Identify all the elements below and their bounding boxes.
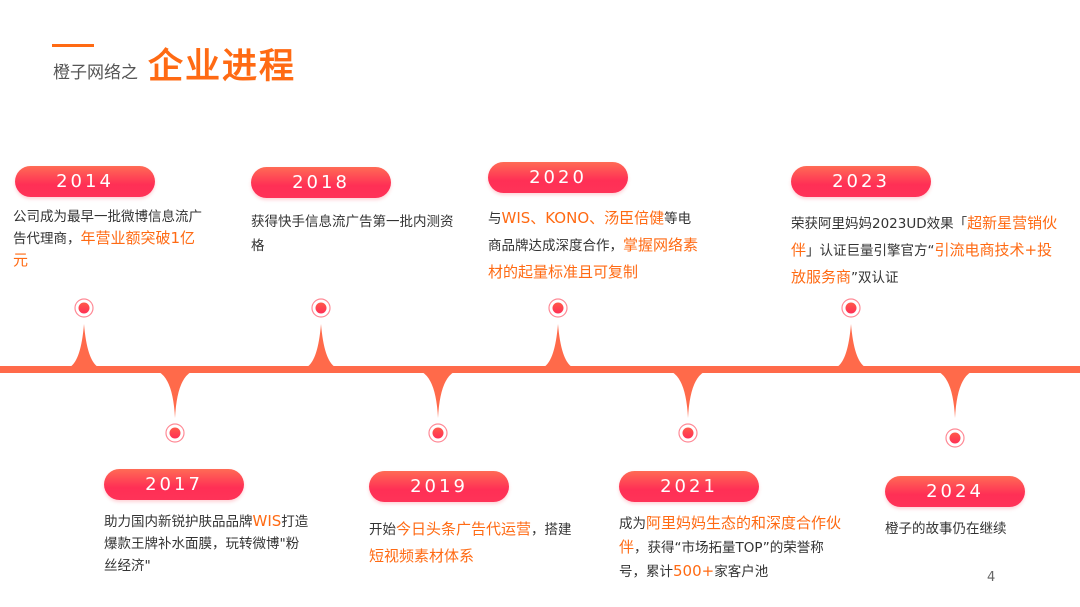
milestone-description: 公司成为最早一批微博信息流广告代理商，年营业额突破1亿元 xyxy=(13,207,208,272)
description-text: 」认证巨量引擎官方“ xyxy=(806,243,935,259)
highlight-text: 短视频素材体系 xyxy=(369,547,475,565)
timeline-spike xyxy=(837,324,865,367)
description-text: 成为 xyxy=(619,516,646,532)
timeline-spike xyxy=(672,372,704,418)
year-pill-2024: 2024 xyxy=(885,476,1025,507)
page-subtitle: 橙子网络之 xyxy=(53,63,138,83)
highlight-text: 年营业额突破1亿元 xyxy=(13,229,196,269)
milestone-description: 助力国内新锐护肤品品牌WIS打造爆款王牌补水面膜，玩转微博"粉丝经济" xyxy=(104,510,309,577)
timeline-line xyxy=(0,366,1080,373)
timeline-spike xyxy=(544,324,572,367)
milestone-dot xyxy=(78,302,90,314)
milestone-dot xyxy=(315,302,327,314)
highlight-text: 超新星营销伙伴 xyxy=(791,214,1058,259)
page-number: 4 xyxy=(987,570,996,585)
timeline-spike xyxy=(307,324,335,367)
milestone-description: 橙子的故事仍在继续 xyxy=(885,517,1080,541)
year-pill-2018: 2018 xyxy=(251,167,391,198)
year-pill-2017: 2017 xyxy=(104,469,244,500)
description-text: 与 xyxy=(488,211,502,227)
highlight-text: 掌握网络素材的起量标准且可复制 xyxy=(488,236,699,281)
milestone-dot xyxy=(169,427,181,439)
milestone-dot xyxy=(432,427,444,439)
description-text: 等电商品牌达成深度合作， xyxy=(488,211,692,254)
highlight-text: 阿里妈妈生态的和深度合作伙伴 xyxy=(619,514,842,556)
description-text: ，获得“市场拓量TOP”的荣誉称号，累计 xyxy=(619,540,824,580)
highlight-text: 500+ xyxy=(673,562,715,580)
description-text: 公司成为最早一批微博信息流广告代理商， xyxy=(13,209,202,247)
milestone-dot xyxy=(682,427,694,439)
page-title: 企业进程 xyxy=(148,47,297,87)
timeline-spike xyxy=(939,372,971,418)
highlight-text: 引流电商技术+投放服务商 xyxy=(791,241,1053,286)
milestone-description: 开始今日头条广告代运营，搭建短视频素材体系 xyxy=(369,516,579,570)
year-pill-2019: 2019 xyxy=(369,471,509,502)
description-text: 荣获阿里妈妈2023UD效果「 xyxy=(791,216,968,232)
milestone-dot xyxy=(552,302,564,314)
description-text: 家客户池 xyxy=(714,564,769,580)
timeline-spike xyxy=(422,372,454,418)
description-text: ，搭建 xyxy=(531,522,572,538)
year-pill-2014: 2014 xyxy=(15,166,155,197)
year-pill-2021: 2021 xyxy=(619,471,759,502)
milestone-dot xyxy=(845,302,857,314)
milestone-dot xyxy=(949,432,961,444)
milestone-description: 成为阿里妈妈生态的和深度合作伙伴，获得“市场拓量TOP”的荣誉称号，累计500+… xyxy=(619,512,849,584)
milestone-description: 荣获阿里妈妈2023UD效果「超新星营销伙伴」认证巨量引擎官方“引流电商技术+投… xyxy=(791,210,1061,291)
title-accent-bar xyxy=(52,44,94,47)
highlight-text: WIS、KONO、汤臣倍健 xyxy=(501,209,665,227)
timeline-spike xyxy=(159,372,191,418)
milestone-description: 与WIS、KONO、汤臣倍健等电商品牌达成深度合作，掌握网络素材的起量标准且可复… xyxy=(488,205,698,286)
milestone-description: 获得快手信息流广告第一批内测资格 xyxy=(251,210,456,258)
description-text: 橙子的故事仍在继续 xyxy=(885,521,1007,537)
highlight-text: WIS xyxy=(252,512,282,530)
description-text: 开始 xyxy=(369,522,396,538)
year-pill-2020: 2020 xyxy=(488,162,628,193)
description-text: ”双认证 xyxy=(851,270,899,286)
description-text: 打造爆款王牌补水面膜，玩转微博"粉丝经济" xyxy=(104,514,309,574)
timeline-spike xyxy=(70,324,98,367)
year-pill-2023: 2023 xyxy=(791,166,931,197)
description-text: 获得快手信息流广告第一批内测资格 xyxy=(251,214,454,254)
description-text: 助力国内新锐护肤品品牌 xyxy=(104,514,253,530)
highlight-text: 今日头条广告代运营 xyxy=(396,520,532,538)
